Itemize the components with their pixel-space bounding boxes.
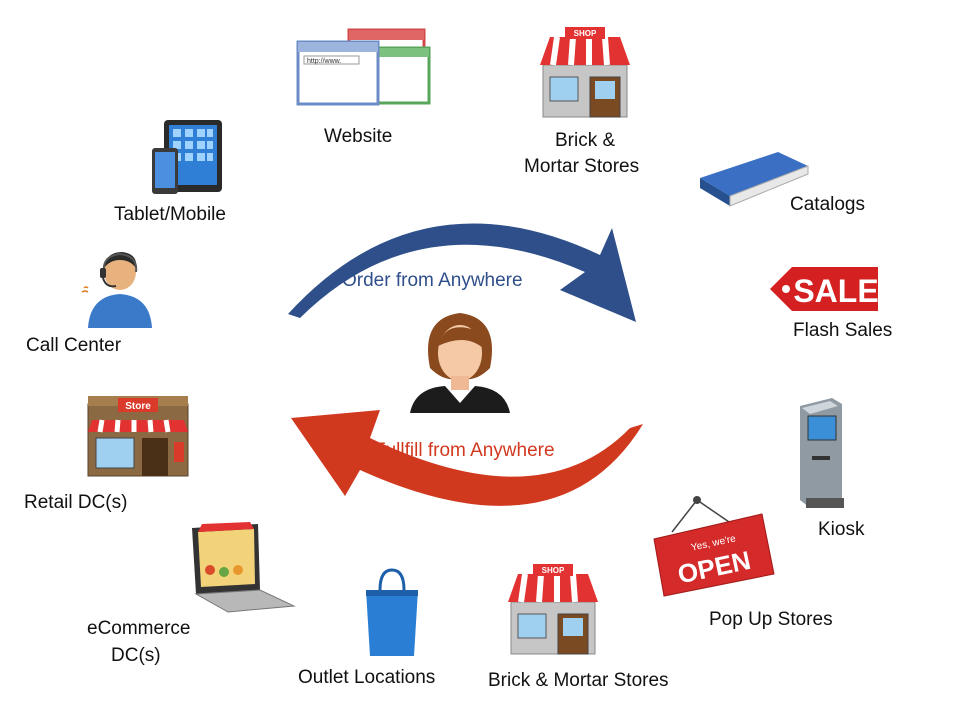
browser-windows-icon: http://www. [296,28,431,106]
shop-storefront-bottom-icon: SHOP [508,564,598,655]
pop-up-stores-label: Pop Up Stores [709,609,833,630]
shop-sign-bottom-text: SHOP [542,566,565,575]
sale-tag-icon: SALE [770,267,879,311]
laptop-store-icon [192,522,296,613]
website-label: Website [324,126,393,147]
open-sign-icon: Yes, we're OPEN [653,496,775,597]
order-from-anywhere-label: Order from Anywhere [342,270,523,291]
customer-woman-icon [410,313,510,413]
brick-mortar-top-label-line1: Brick & [555,130,616,151]
fulfill-from-anywhere-label: Fullfill from Anywhere [374,440,555,461]
brick-mortar-bottom-label: Brick & Mortar Stores [488,670,669,691]
ecommerce-label-line2: DC(s) [111,645,161,666]
book-icon [700,152,809,207]
kiosk-icon [800,398,844,508]
brick-mortar-top-label-line2: Mortar Stores [524,156,640,177]
kiosk-label: Kiosk [818,519,865,540]
store-building-icon: Store [87,396,189,477]
tablet-mobile-label: Tablet/Mobile [114,204,226,225]
tablet-phone-icon [152,120,222,194]
flash-sales-label: Flash Sales [793,320,893,341]
sale-tag-text: SALE [793,273,878,309]
call-center-label: Call Center [26,335,122,356]
shopping-bag-icon [366,568,418,656]
headset-agent-icon [81,252,152,328]
ecommerce-label-line1: eCommerce [87,618,191,639]
catalogs-label: Catalogs [790,194,865,215]
store-sign-text: Store [125,401,151,412]
outlet-locations-label: Outlet Locations [298,667,436,688]
url-text: http://www. [307,58,341,65]
shop-sign-text: SHOP [574,29,597,38]
shop-storefront-icon: SHOP [540,27,630,118]
retail-dc-label: Retail DC(s) [24,492,128,513]
